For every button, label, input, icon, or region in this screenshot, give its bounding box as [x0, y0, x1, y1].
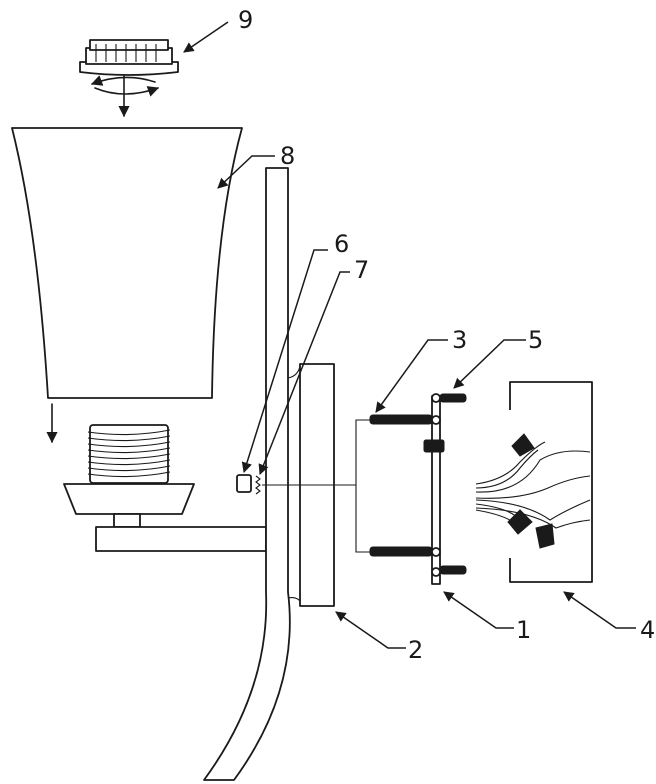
leader-lines: [183, 21, 636, 649]
callout-7: 7: [354, 256, 369, 284]
callout-4: 4: [640, 616, 655, 644]
callout-6: 6: [334, 230, 349, 258]
callout-3: 3: [452, 326, 467, 354]
callout-1: 1: [516, 616, 531, 644]
mounting-strap: [423, 393, 445, 585]
finial-nut: [79, 39, 179, 76]
callout-9: 9: [238, 6, 253, 34]
rotate-arrow-icon: [90, 75, 160, 118]
outlet-screws: [439, 393, 467, 575]
set-screw: [236, 474, 252, 493]
callout-8: 8: [280, 142, 295, 170]
wire-nuts: [507, 433, 555, 549]
glass-shade: [11, 127, 243, 399]
wire-bundle: [475, 441, 591, 529]
callout-2: 2: [408, 636, 423, 664]
sconce-arm: [95, 526, 267, 552]
outlet-box: [509, 381, 593, 583]
socket: [63, 424, 195, 528]
bracket-frame: [355, 419, 370, 553]
callout-5: 5: [528, 326, 543, 354]
mounting-screws: [369, 414, 433, 557]
knurled-nut: [255, 475, 261, 495]
sconce-backplate: [203, 167, 291, 781]
